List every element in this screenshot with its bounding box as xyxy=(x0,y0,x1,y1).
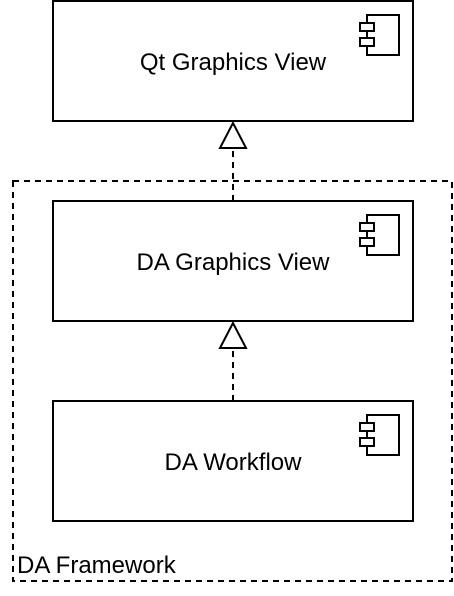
relation-da-workflow-to-da-graphics xyxy=(218,320,248,401)
component-icon xyxy=(359,214,400,256)
component-label: DA Graphics View xyxy=(137,249,331,276)
component-box xyxy=(52,200,414,322)
component-label: Qt Graphics View xyxy=(140,49,327,76)
hollow-arrowhead-icon xyxy=(218,120,248,149)
da-framework-frame xyxy=(12,180,453,582)
component-da-workflow[interactable]: DA Workflow xyxy=(52,400,414,522)
component-icon xyxy=(359,414,400,456)
hollow-arrowhead-icon xyxy=(218,320,248,349)
component-qt-graphics-view[interactable]: Qt Graphics View xyxy=(52,0,414,122)
relation-da-graphics-to-qt-graphics xyxy=(218,120,248,201)
da-framework-label: DA Framework xyxy=(17,552,177,579)
component-label: DA Workflow xyxy=(165,449,303,476)
component-icon xyxy=(359,14,400,56)
component-da-graphics-view[interactable]: DA Graphics View xyxy=(52,200,414,322)
